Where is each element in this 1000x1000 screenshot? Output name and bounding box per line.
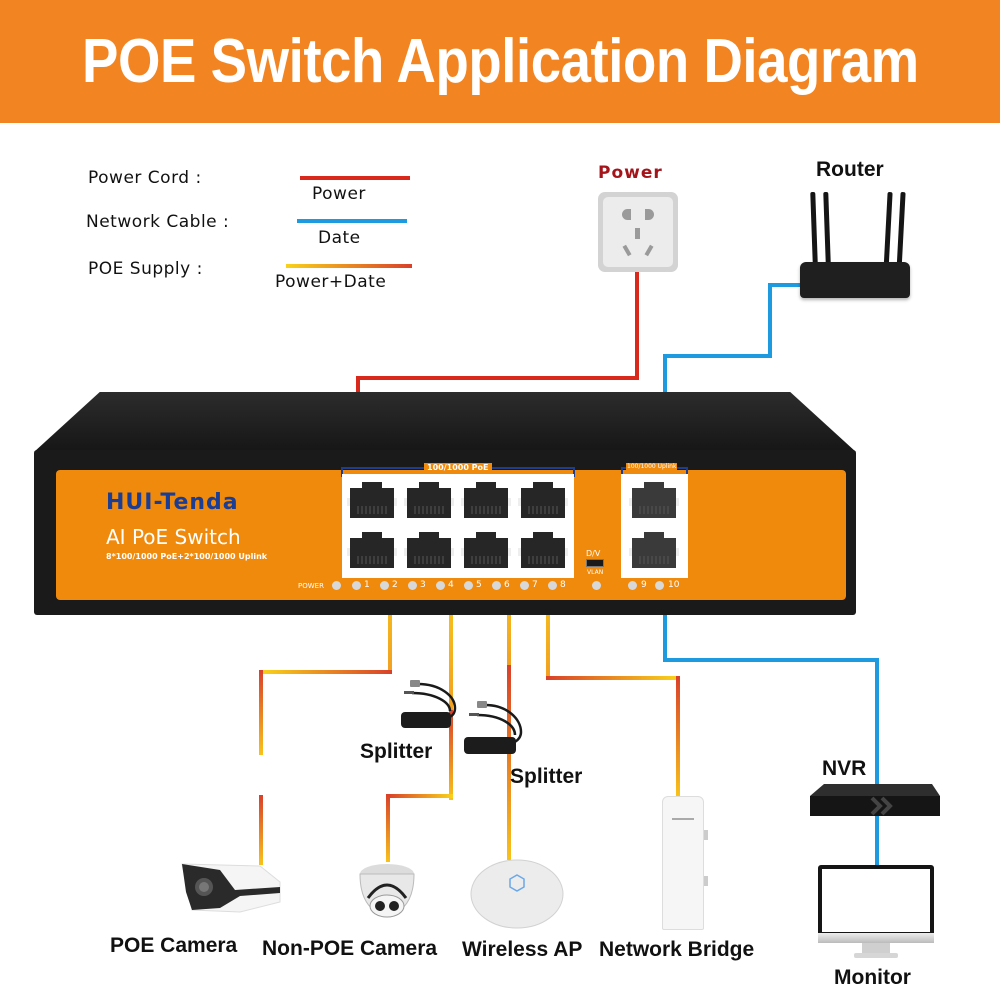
port-number-label: 3: [420, 580, 426, 590]
vlan-label: VLAN: [587, 569, 604, 576]
switch-spec: 8*100/1000 PoE+2*100/1000 Uplink: [106, 552, 268, 561]
port-led: [548, 581, 557, 590]
non-poe-camera-icon: [358, 862, 416, 920]
port-led: [436, 581, 445, 590]
monitor-label: Monitor: [834, 966, 911, 989]
poe-camera-icon: [180, 862, 285, 914]
poe-group-label: 100/1000 PoE: [424, 463, 492, 472]
network-bridge-label: Network Bridge: [599, 938, 755, 961]
port-led: [520, 581, 529, 590]
poe-port[interactable]: [346, 478, 398, 522]
uplink-led: [655, 581, 664, 590]
port-led: [464, 581, 473, 590]
uplink-led: [628, 581, 637, 590]
poe-wire-noncam-down: [386, 794, 390, 862]
poe-wire-split1-across: [387, 794, 453, 798]
splitter-1-label: Splitter: [360, 740, 433, 763]
title-banner: POE Switch Application Diagram: [0, 0, 1000, 123]
port-number-label: 5: [476, 580, 482, 590]
uplink-number-label: 9: [641, 580, 647, 590]
poe-wire-port1-across: [262, 670, 392, 674]
poe-port[interactable]: [517, 528, 569, 572]
switch-model: AI PoE Switch: [106, 525, 241, 549]
splitter-2-label: Splitter: [510, 765, 583, 788]
poe-port[interactable]: [460, 478, 512, 522]
port-led: [408, 581, 417, 590]
dv-switch-label: D/V: [586, 549, 601, 558]
port-number-label: 2: [392, 580, 398, 590]
legend-poe-line: [286, 264, 412, 268]
power-outlet-icon: [598, 192, 678, 272]
nvr-label: NVR: [822, 757, 867, 780]
poe-port[interactable]: [346, 528, 398, 572]
poe-port[interactable]: [403, 528, 455, 572]
poe-wire-port7-across: [546, 676, 678, 680]
legend-network-cable-label: Network Cable :: [86, 212, 230, 232]
poe-camera-label: POE Camera: [110, 934, 238, 957]
legend-poe-sub: Power+Date: [275, 272, 387, 292]
port-number-label: 6: [504, 580, 510, 590]
poe-wire-cam-down-2: [259, 795, 263, 865]
power-led-label: POWER: [298, 582, 324, 590]
wireless-ap-icon: [470, 858, 565, 930]
power-cord-wire: [356, 272, 639, 395]
uplink-number-label: 10: [668, 580, 680, 590]
splitter-1-icon: [400, 676, 480, 736]
port-number-label: 7: [532, 580, 538, 590]
power-led: [332, 581, 341, 590]
uplink-port[interactable]: [628, 528, 680, 572]
uplink-port[interactable]: [628, 478, 680, 522]
poe-wire-cam-down-1: [259, 670, 263, 755]
uplink-group-label: 100/1000 Uplink: [626, 463, 678, 470]
page-title: POE Switch Application Diagram: [81, 27, 919, 96]
legend-network-line: [297, 219, 407, 223]
poe-port[interactable]: [517, 478, 569, 522]
poe-port[interactable]: [460, 528, 512, 572]
port-led: [380, 581, 389, 590]
router-label: Router: [816, 158, 884, 181]
router-icon: [800, 190, 912, 300]
legend-power-cord-label: Power Cord :: [88, 168, 202, 188]
non-poe-camera-label: Non-POE Camera: [262, 937, 438, 960]
port-number-label: 4: [448, 580, 454, 590]
monitor-icon: [818, 865, 934, 963]
legend-network-sub: Date: [318, 228, 361, 248]
poe-switch: HUI-Tenda AI PoE Switch 8*100/1000 PoE+2…: [34, 392, 856, 615]
port-led: [492, 581, 501, 590]
splitter-2-icon: [463, 697, 543, 759]
poe-wire-split2-down: [507, 665, 511, 860]
dv-vlan-toggle[interactable]: [586, 559, 604, 567]
legend-poe-supply-label: POE Supply :: [88, 259, 203, 279]
port-number-label: 1: [364, 580, 370, 590]
dv-led: [592, 581, 601, 590]
network-bridge-icon: [660, 796, 708, 930]
wireless-ap-label: Wireless AP: [462, 938, 583, 961]
nvr-icon: [810, 782, 940, 818]
port-number-label: 8: [560, 580, 566, 590]
port-led: [352, 581, 361, 590]
legend-power-line: [300, 176, 410, 180]
legend-power-sub: Power: [312, 184, 366, 204]
switch-brand: HUI-Tenda: [106, 490, 239, 515]
poe-wire-bridge-down: [676, 676, 680, 796]
power-outlet-label: Power: [598, 163, 663, 183]
poe-port[interactable]: [403, 478, 455, 522]
